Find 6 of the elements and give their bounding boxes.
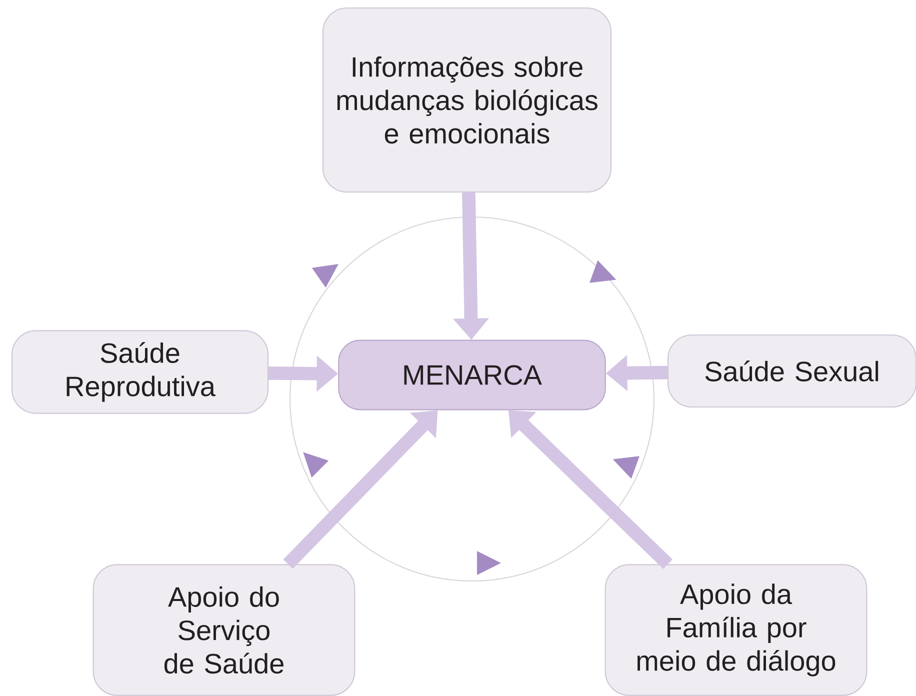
- topic-box: Saúde Reprodutiva: [11, 330, 269, 414]
- topic-box: Saúde Sexual: [667, 334, 916, 408]
- topic-box: Apoio do Serviço de Saúde: [92, 564, 356, 696]
- topic-box: Apoio da Família por meio de diálogo: [604, 564, 868, 696]
- central-box: MENARCA: [338, 340, 606, 410]
- topic-box: Informações sobre mudanças biológicas e emocionais: [322, 7, 612, 193]
